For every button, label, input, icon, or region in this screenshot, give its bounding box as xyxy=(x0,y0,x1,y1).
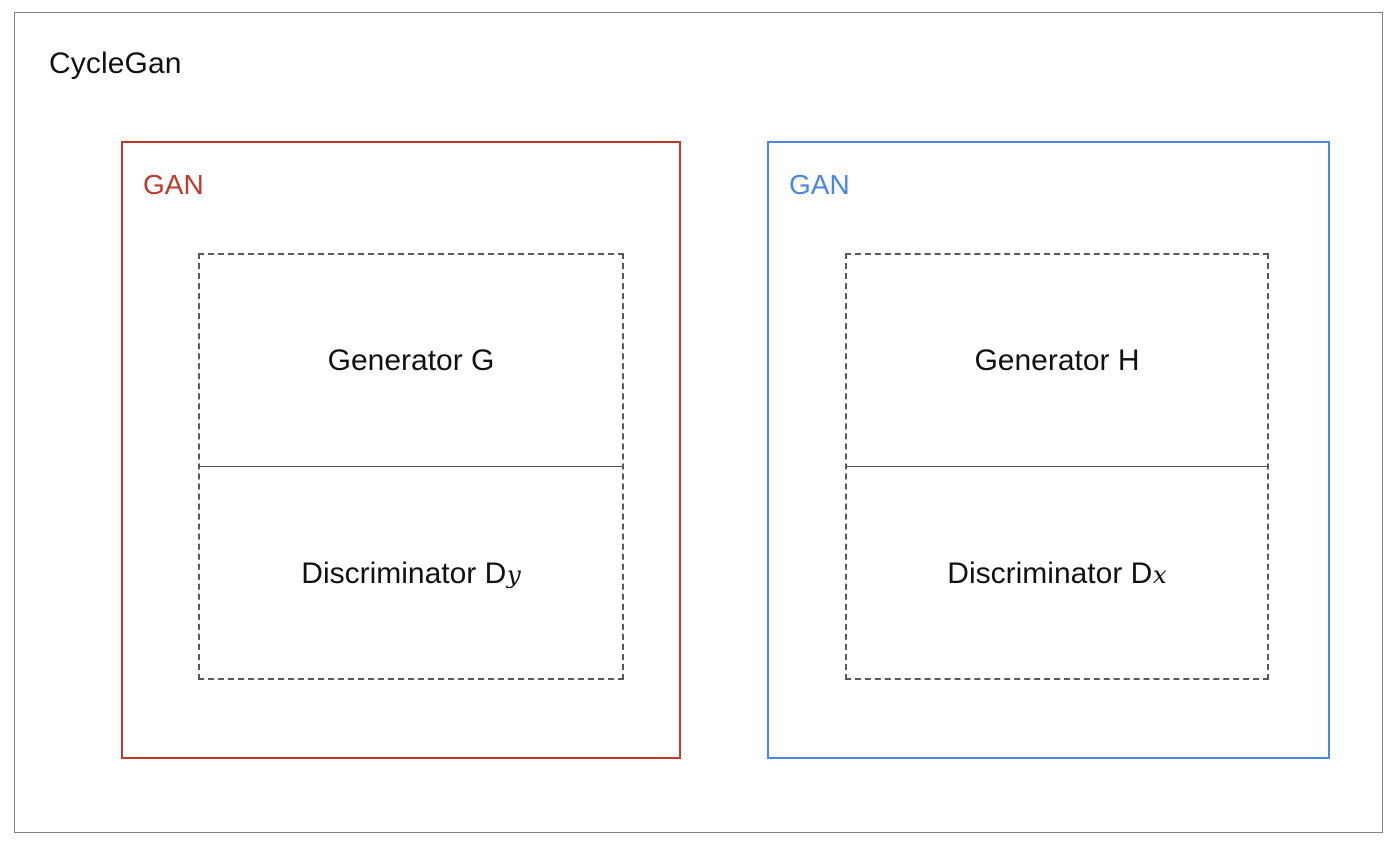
discriminator-subscript-right: x xyxy=(1152,559,1167,589)
cyclegan-outer-frame: CycleGan GAN Generator G Discriminator D… xyxy=(14,12,1383,833)
generator-cell-right: Generator H xyxy=(847,255,1267,466)
gan-group-left-label: GAN xyxy=(143,169,204,200)
gan-group-right-label: GAN xyxy=(789,169,850,200)
discriminator-label-left: Discriminator D xyxy=(301,557,507,590)
generator-cell-left: Generator G xyxy=(200,255,622,466)
generator-label-left: Generator G xyxy=(327,343,495,377)
discriminator-subscript-left: y xyxy=(506,559,521,589)
page-title: CycleGan xyxy=(49,47,182,80)
module-divider-right xyxy=(847,466,1267,467)
module-divider-left xyxy=(200,466,622,467)
discriminator-label-right: Discriminator D xyxy=(947,557,1153,590)
generator-label-right: Generator H xyxy=(974,343,1140,377)
